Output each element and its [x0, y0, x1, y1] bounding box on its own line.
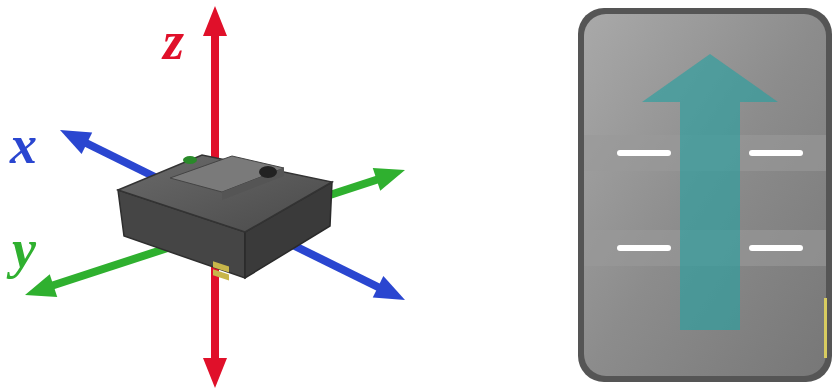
axis-label: x [10, 118, 37, 172]
x-axis-arrow [55, 119, 411, 311]
sensor-device [118, 155, 332, 280]
device-top-view [578, 8, 832, 382]
axis-label: z [163, 14, 184, 68]
axis-label: y [12, 222, 36, 276]
